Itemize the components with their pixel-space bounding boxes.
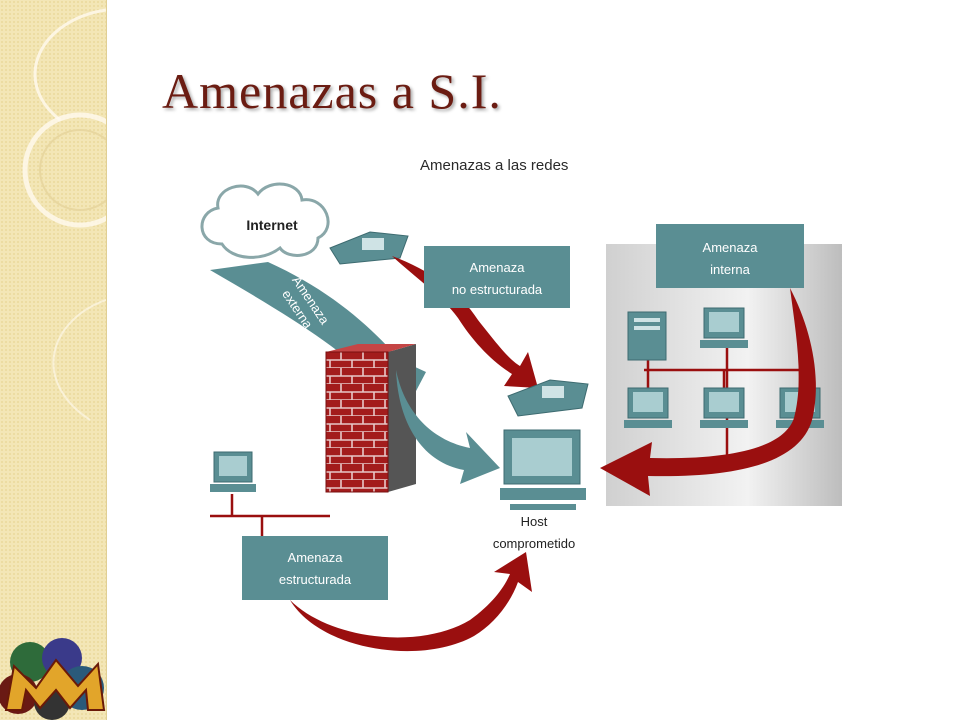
internal-threat-arrow <box>600 288 816 496</box>
host-label: comprometido <box>493 536 575 551</box>
svg-text:Amenaza: Amenaza <box>470 260 526 275</box>
internet-label: Internet <box>246 217 298 233</box>
sidebar-decoration <box>0 0 107 720</box>
magic-logo <box>0 638 106 720</box>
internet-cloud-icon: Internet <box>200 182 330 259</box>
host-label: Host <box>521 514 548 529</box>
diagram-title: Amenazas a las redes <box>420 157 569 174</box>
unstructured-threat-arrow <box>392 256 538 388</box>
svg-text:Amenaza: Amenaza <box>288 550 344 565</box>
svg-text:no estructurada: no estructurada <box>452 282 543 297</box>
logo-m-glyph <box>4 658 106 711</box>
telephone-icon <box>329 231 409 265</box>
structured-threat-arrow <box>290 552 532 652</box>
structured-threat-box: Amenaza estructurada <box>242 536 388 600</box>
server-tower-icon <box>627 311 667 361</box>
svg-text:estructurada: estructurada <box>279 572 352 587</box>
host-telephone-icon <box>507 379 589 417</box>
structured-network-lan <box>210 494 330 540</box>
firewall-brick-wall-icon <box>325 344 416 493</box>
external-threat-arrowhead <box>396 370 500 484</box>
structured-workstation-icon <box>210 451 256 492</box>
internal-workstation-icon <box>700 307 748 348</box>
compromised-host-icon <box>500 429 586 510</box>
unstructured-threat-box: Amenaza no estructurada <box>424 246 570 308</box>
internal-threat-box: Amenaza interna <box>656 224 804 288</box>
svg-text:interna: interna <box>710 262 751 277</box>
svg-text:Amenaza: Amenaza <box>703 240 759 255</box>
internal-workstation-icon <box>624 387 672 428</box>
slide-title: Amenazas a S.I. <box>162 63 502 119</box>
internal-workstation-icon <box>700 387 748 428</box>
sidebar-swirls <box>22 8 106 421</box>
